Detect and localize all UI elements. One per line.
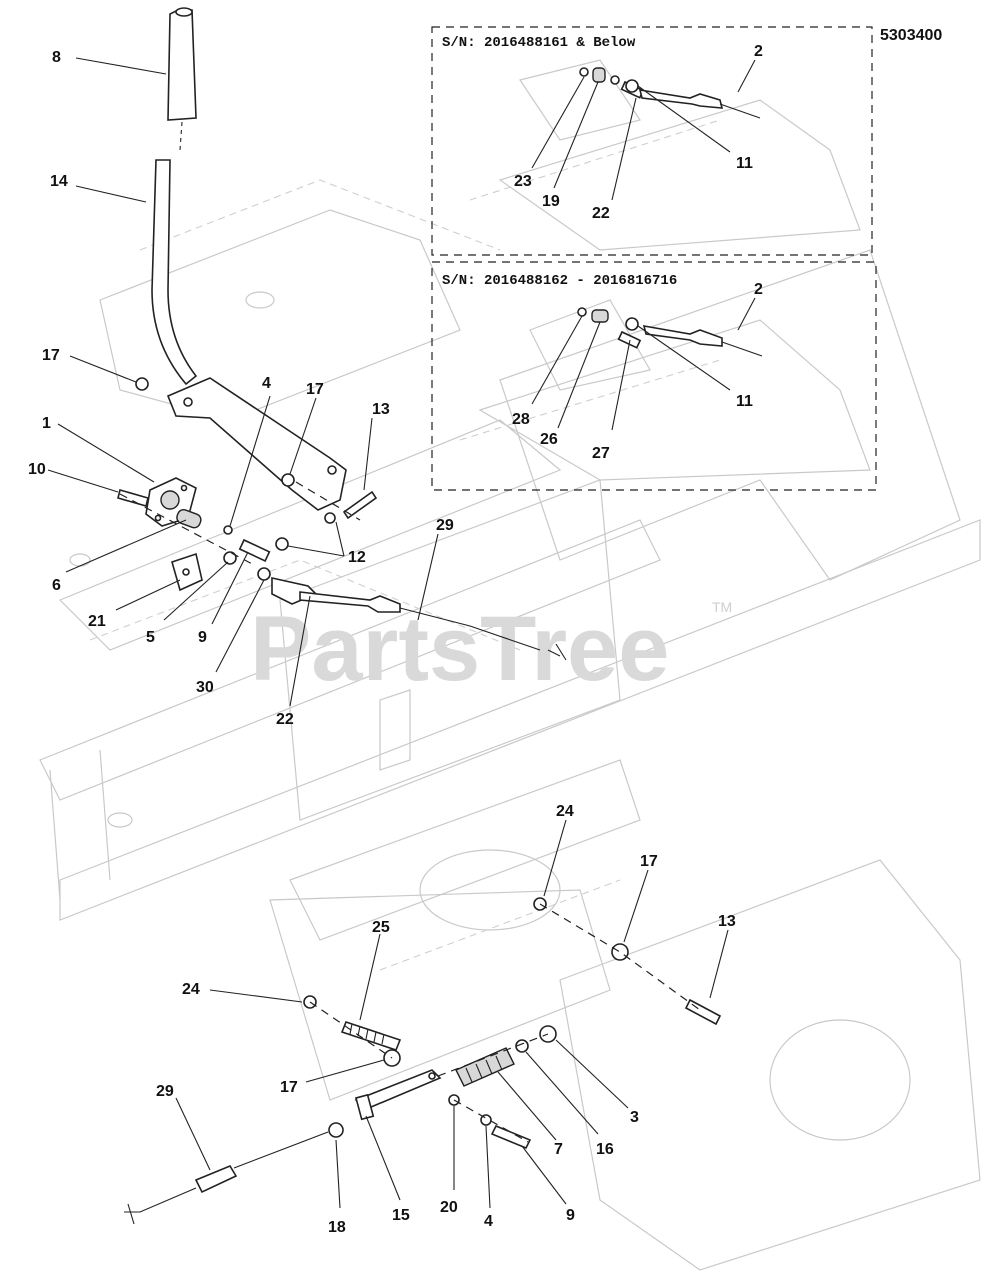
callout: 4 [484,1213,493,1230]
callout: 17 [306,381,324,398]
inset-2-callout: 27 [592,445,610,462]
callout: 24 [556,803,574,820]
washer-4-lower [480,1114,492,1126]
bolt-27 [617,330,642,349]
nut-5 [223,551,237,565]
inset-box-1: S/N: 2016488161 & Below 2 23 19 22 11 [431,26,873,256]
washer-28 [577,307,587,317]
callout: 29 [436,517,454,534]
callout: 8 [52,49,61,66]
callout: 10 [28,461,46,478]
inset-1-callout: 23 [514,173,532,190]
spring-25 [340,1021,402,1051]
inset-1-callout: 11 [736,155,753,172]
handle-grip [167,9,197,121]
washer-4 [223,525,233,535]
callout: 3 [630,1109,639,1126]
chassis-background [39,179,981,1271]
inset-2-callout: 26 [540,431,558,448]
bolt-13-lower [684,998,722,1026]
lever-bracket [166,377,347,511]
washer-12a [324,512,336,524]
inset-2-callout: 11 [736,393,753,410]
watermark-trademark: TM [712,599,732,615]
callout: 29 [156,1083,174,1100]
washer-17-right [611,943,629,961]
cable-29-lower [194,1164,238,1194]
callout: 17 [42,347,60,364]
callout: 22 [276,711,294,728]
callout: 17 [280,1079,298,1096]
spacer-26 [591,309,609,323]
callout: 5 [146,629,155,646]
callout: 7 [554,1141,563,1158]
inset-box-2: S/N: 2016488162 - 2016816716 2 28 26 27 … [431,261,877,491]
callout: 6 [52,577,61,594]
callout: 9 [566,1207,575,1224]
callout: 15 [392,1207,410,1224]
nut-17-mid [281,473,295,487]
callout: 24 [182,981,200,998]
upper-assembly: 8 14 17 1 10 6 21 5 9 4 17 13 12 30 22 2… [28,7,567,728]
cable-29 [299,591,401,613]
shift-lever [151,159,198,386]
inset-2-callout: 2 [754,281,763,298]
nut-12 [275,537,289,551]
nut-18 [328,1122,344,1138]
bolt-10 [117,489,149,507]
nut-11b [625,317,639,331]
bushing-6 [176,508,202,529]
callout: 30 [196,679,214,696]
watermark: PartsTree [250,598,669,700]
inset-1-callout: 22 [592,205,610,222]
bushing-19 [592,67,606,83]
callout: 21 [88,613,106,630]
bolt-9 [238,538,271,562]
callout: 16 [596,1141,614,1158]
callout: 20 [440,1199,458,1216]
callout: 12 [348,549,366,566]
cable-end-2b [642,325,723,347]
washer-23 [579,67,589,77]
bolt-9-lower [490,1124,532,1150]
callout: 14 [50,173,68,190]
inset-1-callout: 19 [542,193,560,210]
diagram-id: 5303400 [880,27,942,44]
inset-1-callout: 2 [754,43,763,60]
bolt-13 [342,490,378,520]
callout: 9 [198,629,207,646]
washer-16 [515,1039,529,1053]
callout: 18 [328,1219,346,1236]
callout: 13 [372,401,390,418]
callout: 1 [42,415,51,432]
lower-assembly: 24 17 13 25 24 17 3 16 7 29 18 15 20 4 9 [124,803,736,1236]
inset-2-title: S/N: 2016488162 - 2016816716 [442,273,677,289]
spring-7 [455,1047,515,1087]
inset-1-title: S/N: 2016488161 & Below [442,35,636,51]
callout: 25 [372,919,390,936]
callout: 13 [718,913,736,930]
callout: 4 [262,375,271,392]
nut-30 [257,567,271,581]
inset-2-callout: 28 [512,411,530,428]
nut-17-top [135,377,149,391]
cable-end-2 [638,89,724,109]
nut-11 [625,79,639,93]
callout: 17 [640,853,658,870]
